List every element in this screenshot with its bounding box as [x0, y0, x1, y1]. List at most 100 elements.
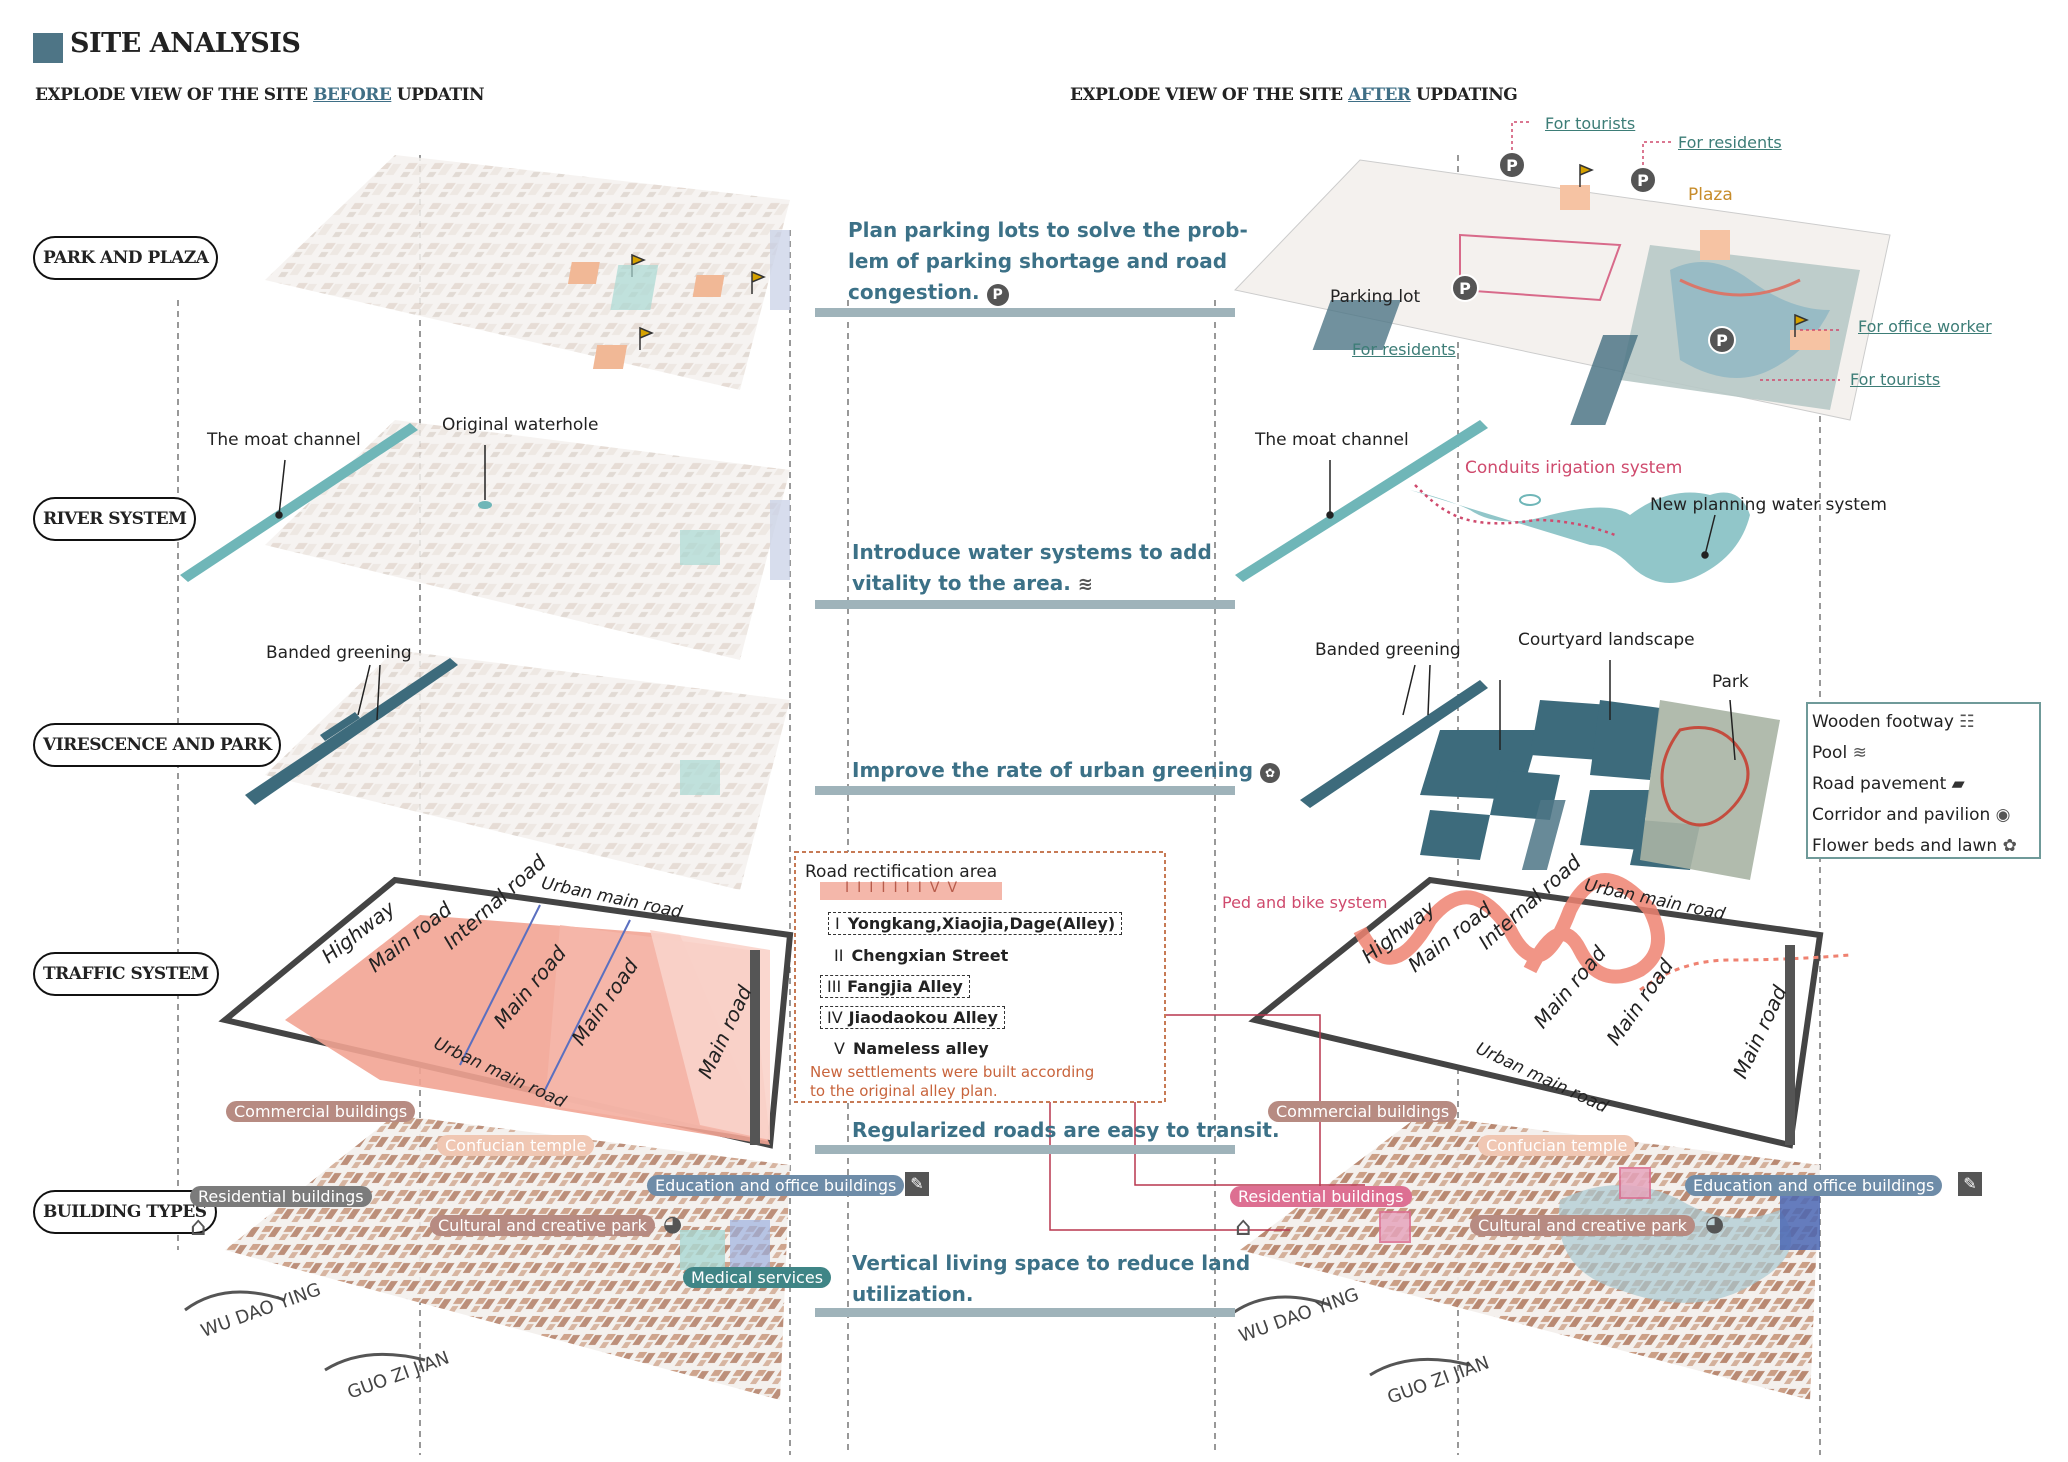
before-tag-confucian: Confucian temple — [437, 1135, 594, 1156]
road-item-5-name: Nameless alley — [853, 1039, 989, 1058]
after-moat-label: The moat channel — [1255, 430, 1409, 450]
road-box-title: Road rectification area — [805, 862, 997, 882]
road-item-4-num: IV — [827, 1008, 843, 1027]
road-box-note: New settlements were built according to … — [810, 1063, 1094, 1101]
message-water-line2: vitality to the area. ≋ — [852, 568, 1212, 600]
message-parking-line1: Plan parking lots to solve the prob- — [848, 215, 1248, 246]
before-tag-cultural: Cultural and creative park — [430, 1215, 655, 1236]
road-item-1-name: Yongkang,Xiaojia,Dage(Alley) — [848, 914, 1115, 933]
message-vertical-line1: Vertical living space to reduce land — [852, 1248, 1250, 1279]
legend-item-pavement: Road pavement ▰ — [1812, 769, 2017, 800]
message-water-line2-text: vitality to the area. — [852, 571, 1071, 595]
after-for-tourists-top: For tourists — [1545, 114, 1635, 133]
road-item-1-num: I — [835, 914, 840, 933]
after-legend: Wooden footway ☷ Pool ≋ Road pavement ▰ … — [1812, 707, 2017, 862]
road-item-2: II Chengxian Street — [828, 945, 1014, 966]
message-water: Introduce water systems to add vitality … — [852, 537, 1212, 600]
message-water-line1: Introduce water systems to add — [852, 537, 1212, 568]
road-item-5: V Nameless alley — [828, 1038, 995, 1059]
before-banded-label: Banded greening — [266, 643, 412, 663]
after-new-water-label: New planning water system — [1650, 495, 1887, 515]
message-parking-line2: lem of parking shortage and road — [848, 246, 1248, 277]
after-for-tourists-bottom: For tourists — [1850, 370, 1940, 389]
numeral-2: II — [857, 880, 881, 896]
message-parking-line3-text: congestion. — [848, 280, 980, 304]
road-item-1: I Yongkang,Xiaojia,Dage(Alley) — [828, 912, 1122, 935]
before-waterhole-label: Original waterhole — [442, 415, 598, 435]
svg-text:P: P — [1459, 279, 1471, 298]
after-education-icon: ✎ — [1958, 1172, 1982, 1196]
water-icon: ≋ — [1078, 574, 1093, 595]
layer-river-system: RIVER SYSTEM — [33, 497, 196, 541]
road-item-3: III Fangjia Alley — [820, 975, 970, 998]
message-vertical-line2: utilization. — [852, 1279, 1250, 1310]
message-parking-line3: congestion. P — [848, 277, 1248, 308]
message-green-line1: Improve the rate of urban greening — [852, 758, 1253, 782]
svg-text:P: P — [1506, 156, 1518, 175]
road-item-5-num: V — [834, 1039, 845, 1058]
road-item-3-name: Fangjia Alley — [847, 977, 963, 996]
after-tag-commercial: Commercial buildings — [1268, 1101, 1457, 1122]
footway-icon: ☷ — [1959, 712, 1974, 732]
road-item-3-num: III — [827, 977, 841, 996]
numeral-3: III — [881, 880, 917, 896]
message-bar-parking — [815, 308, 1235, 317]
after-ped-bike-label: Ped and bike system — [1222, 893, 1387, 912]
after-banded-label: Banded greening — [1315, 640, 1461, 660]
message-vertical: Vertical living space to reduce land uti… — [852, 1248, 1250, 1310]
after-parking-lot-label: Parking lot — [1330, 287, 1420, 307]
svg-text:P: P — [1716, 331, 1728, 350]
before-tag-medical: Medical services — [683, 1267, 831, 1288]
message-bar-green — [815, 786, 1235, 795]
legend-pavilion-label: Corridor and pavilion — [1812, 805, 1990, 825]
after-courtyard-label: Courtyard landscape — [1518, 630, 1695, 650]
road-item-4: IV Jiaodaokou Alley — [820, 1006, 1005, 1029]
road-item-4-name: Jiaodaokou Alley — [849, 1008, 998, 1027]
road-item-2-name: Chengxian Street — [851, 946, 1008, 965]
message-green: Improve the rate of urban greening ✿ — [852, 755, 1280, 786]
greening-icon: ✿ — [1260, 763, 1280, 783]
home-icon: ⌂ — [190, 1212, 207, 1242]
road-item-2-num: II — [834, 946, 843, 965]
after-for-residents-top: For residents — [1678, 133, 1782, 152]
before-moat-label: The moat channel — [207, 430, 361, 450]
after-for-office-label: For office worker — [1858, 317, 1992, 336]
pavement-icon: ▰ — [1952, 774, 1965, 794]
before-tag-education: Education and office buildings — [647, 1175, 904, 1196]
message-bar-roads — [815, 1145, 1235, 1154]
after-park-label: Park — [1712, 672, 1749, 692]
parking-icon: P — [987, 284, 1009, 306]
after-tag-confucian: Confucian temple — [1478, 1135, 1635, 1156]
road-box-note-line2: to the original alley plan. — [810, 1082, 1094, 1101]
legend-item-pavilion: Corridor and pavilion ◉ — [1812, 800, 2017, 831]
after-plaza-label: Plaza — [1688, 185, 1733, 205]
education-icon: ✎ — [905, 1172, 929, 1196]
before-tag-residential: Residential buildings — [190, 1186, 372, 1207]
layer-traffic-system: TRAFFIC SYSTEM — [33, 952, 219, 996]
after-tag-cultural: Cultural and creative park — [1470, 1215, 1695, 1236]
after-palette-icon: ◕ — [1705, 1212, 1724, 1237]
palette-icon: ◕ — [663, 1212, 682, 1237]
message-parking: Plan parking lots to solve the prob- lem… — [848, 215, 1248, 308]
message-bar-vertical — [815, 1308, 1235, 1317]
numeral-5: V — [948, 880, 966, 896]
legend-item-footway: Wooden footway ☷ — [1812, 707, 2017, 738]
before-plaza-layer — [265, 155, 790, 390]
legend-footway-label: Wooden footway — [1812, 712, 1954, 732]
legend-item-flower: Flower beds and lawn ✿ — [1812, 831, 2017, 862]
legend-pool-label: Pool — [1812, 743, 1847, 763]
before-tag-commercial: Commercial buildings — [226, 1101, 415, 1122]
flower-icon: ✿ — [2003, 836, 2017, 856]
after-tag-education: Education and office buildings — [1685, 1175, 1942, 1196]
road-box-numerals: IIIIIIIVV — [845, 880, 965, 896]
road-box-note-line1: New settlements were built according — [810, 1063, 1094, 1082]
numeral-4: IV — [918, 880, 948, 896]
numeral-1: I — [845, 880, 857, 896]
after-conduits-label: Conduits irigation system — [1465, 458, 1682, 478]
after-tag-residential: Residential buildings — [1230, 1186, 1412, 1207]
layer-virescence-park: VIRESCENCE AND PARK — [33, 723, 281, 767]
legend-flower-label: Flower beds and lawn — [1812, 836, 1997, 856]
pool-icon: ≋ — [1853, 743, 1867, 763]
message-roads: Regularized roads are easy to transit. — [852, 1115, 1280, 1146]
message-bar-water — [815, 600, 1235, 609]
